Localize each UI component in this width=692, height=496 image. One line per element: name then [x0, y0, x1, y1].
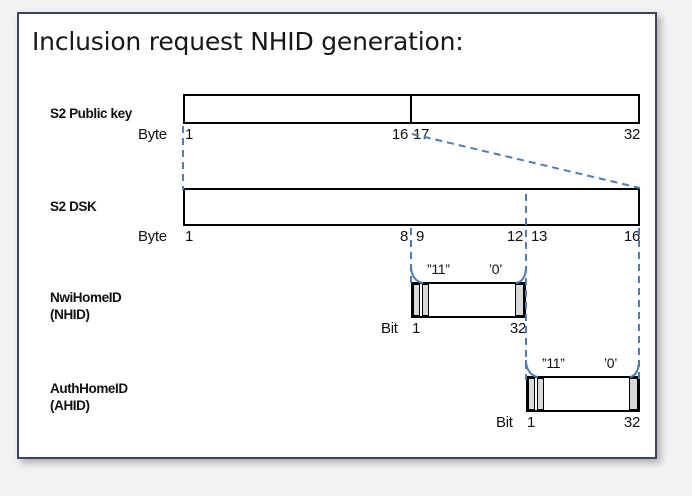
ahid-bit-cell-32 [629, 378, 638, 410]
page-title: Inclusion request NHID generation: [32, 27, 464, 56]
tick-dsk-1: 1 [185, 228, 194, 245]
tick-dsk-12: 12 [506, 228, 523, 245]
ahid-leader-left [525, 359, 539, 378]
bar-s2-dsk [183, 188, 640, 226]
tick-nhid-1: 1 [412, 320, 421, 337]
bar-nwihomeid [411, 282, 526, 318]
nhid-note-0: ’0’ [489, 261, 503, 277]
tick-dsk-9: 9 [416, 228, 425, 245]
scale-word-bit-nhid: Bit [381, 320, 398, 337]
tick-dsk-16: 16 [623, 228, 640, 245]
row-label-authhomeid: AuthHomeID (AHID) [50, 380, 128, 414]
bar-authhomeid [526, 376, 640, 412]
row-label-line1: S2 Public key [50, 106, 132, 121]
ahid-bit-cell-2 [537, 378, 544, 410]
ahid-note-11: ”11” [542, 355, 565, 371]
nhid-bit-cell-2 [422, 284, 429, 316]
tick-dsk-13: 13 [531, 228, 548, 245]
tick-dsk-8: 8 [399, 228, 408, 245]
tick-ahid-32: 32 [623, 414, 640, 431]
nhid-note-11: ”11” [427, 261, 450, 277]
ahid-note-0: ’0’ [604, 355, 618, 371]
slide-frame: Inclusion request NHID generation: S2 Pu… [17, 12, 657, 459]
nhid-bit-cell-32 [515, 284, 524, 316]
tick-pubkey-32: 32 [623, 126, 640, 143]
scale-word-byte-pubkey: Byte [138, 126, 167, 143]
tick-nhid-32: 32 [509, 320, 526, 337]
nhid-bit-cell-1 [413, 284, 420, 316]
row-label-line2: (NHID) [50, 307, 90, 322]
row-label-s2-public-key: S2 Public key [50, 105, 132, 122]
tick-pubkey-16: 16 [391, 126, 408, 143]
tick-pubkey-1: 1 [185, 126, 194, 143]
tick-ahid-1: 1 [527, 414, 536, 431]
row-label-line1: AuthHomeID [50, 381, 128, 396]
row-label-nwihomeid: NwiHomeID (NHID) [50, 289, 122, 323]
bar-divider-public-key [410, 94, 412, 124]
nhid-leader-right [515, 265, 527, 284]
row-label-s2-dsk: S2 DSK [50, 198, 97, 215]
row-label-line2: (AHID) [50, 398, 90, 413]
row-label-line1: NwiHomeID [50, 290, 122, 305]
scale-word-byte-dsk: Byte [138, 228, 167, 245]
row-label-line1: S2 DSK [50, 199, 97, 214]
ahid-bit-cell-1 [528, 378, 535, 410]
scale-word-bit-ahid: Bit [496, 414, 513, 431]
ahid-leader-right [629, 359, 640, 378]
nhid-leader-left [410, 265, 424, 284]
tick-pubkey-17: 17 [413, 126, 430, 143]
